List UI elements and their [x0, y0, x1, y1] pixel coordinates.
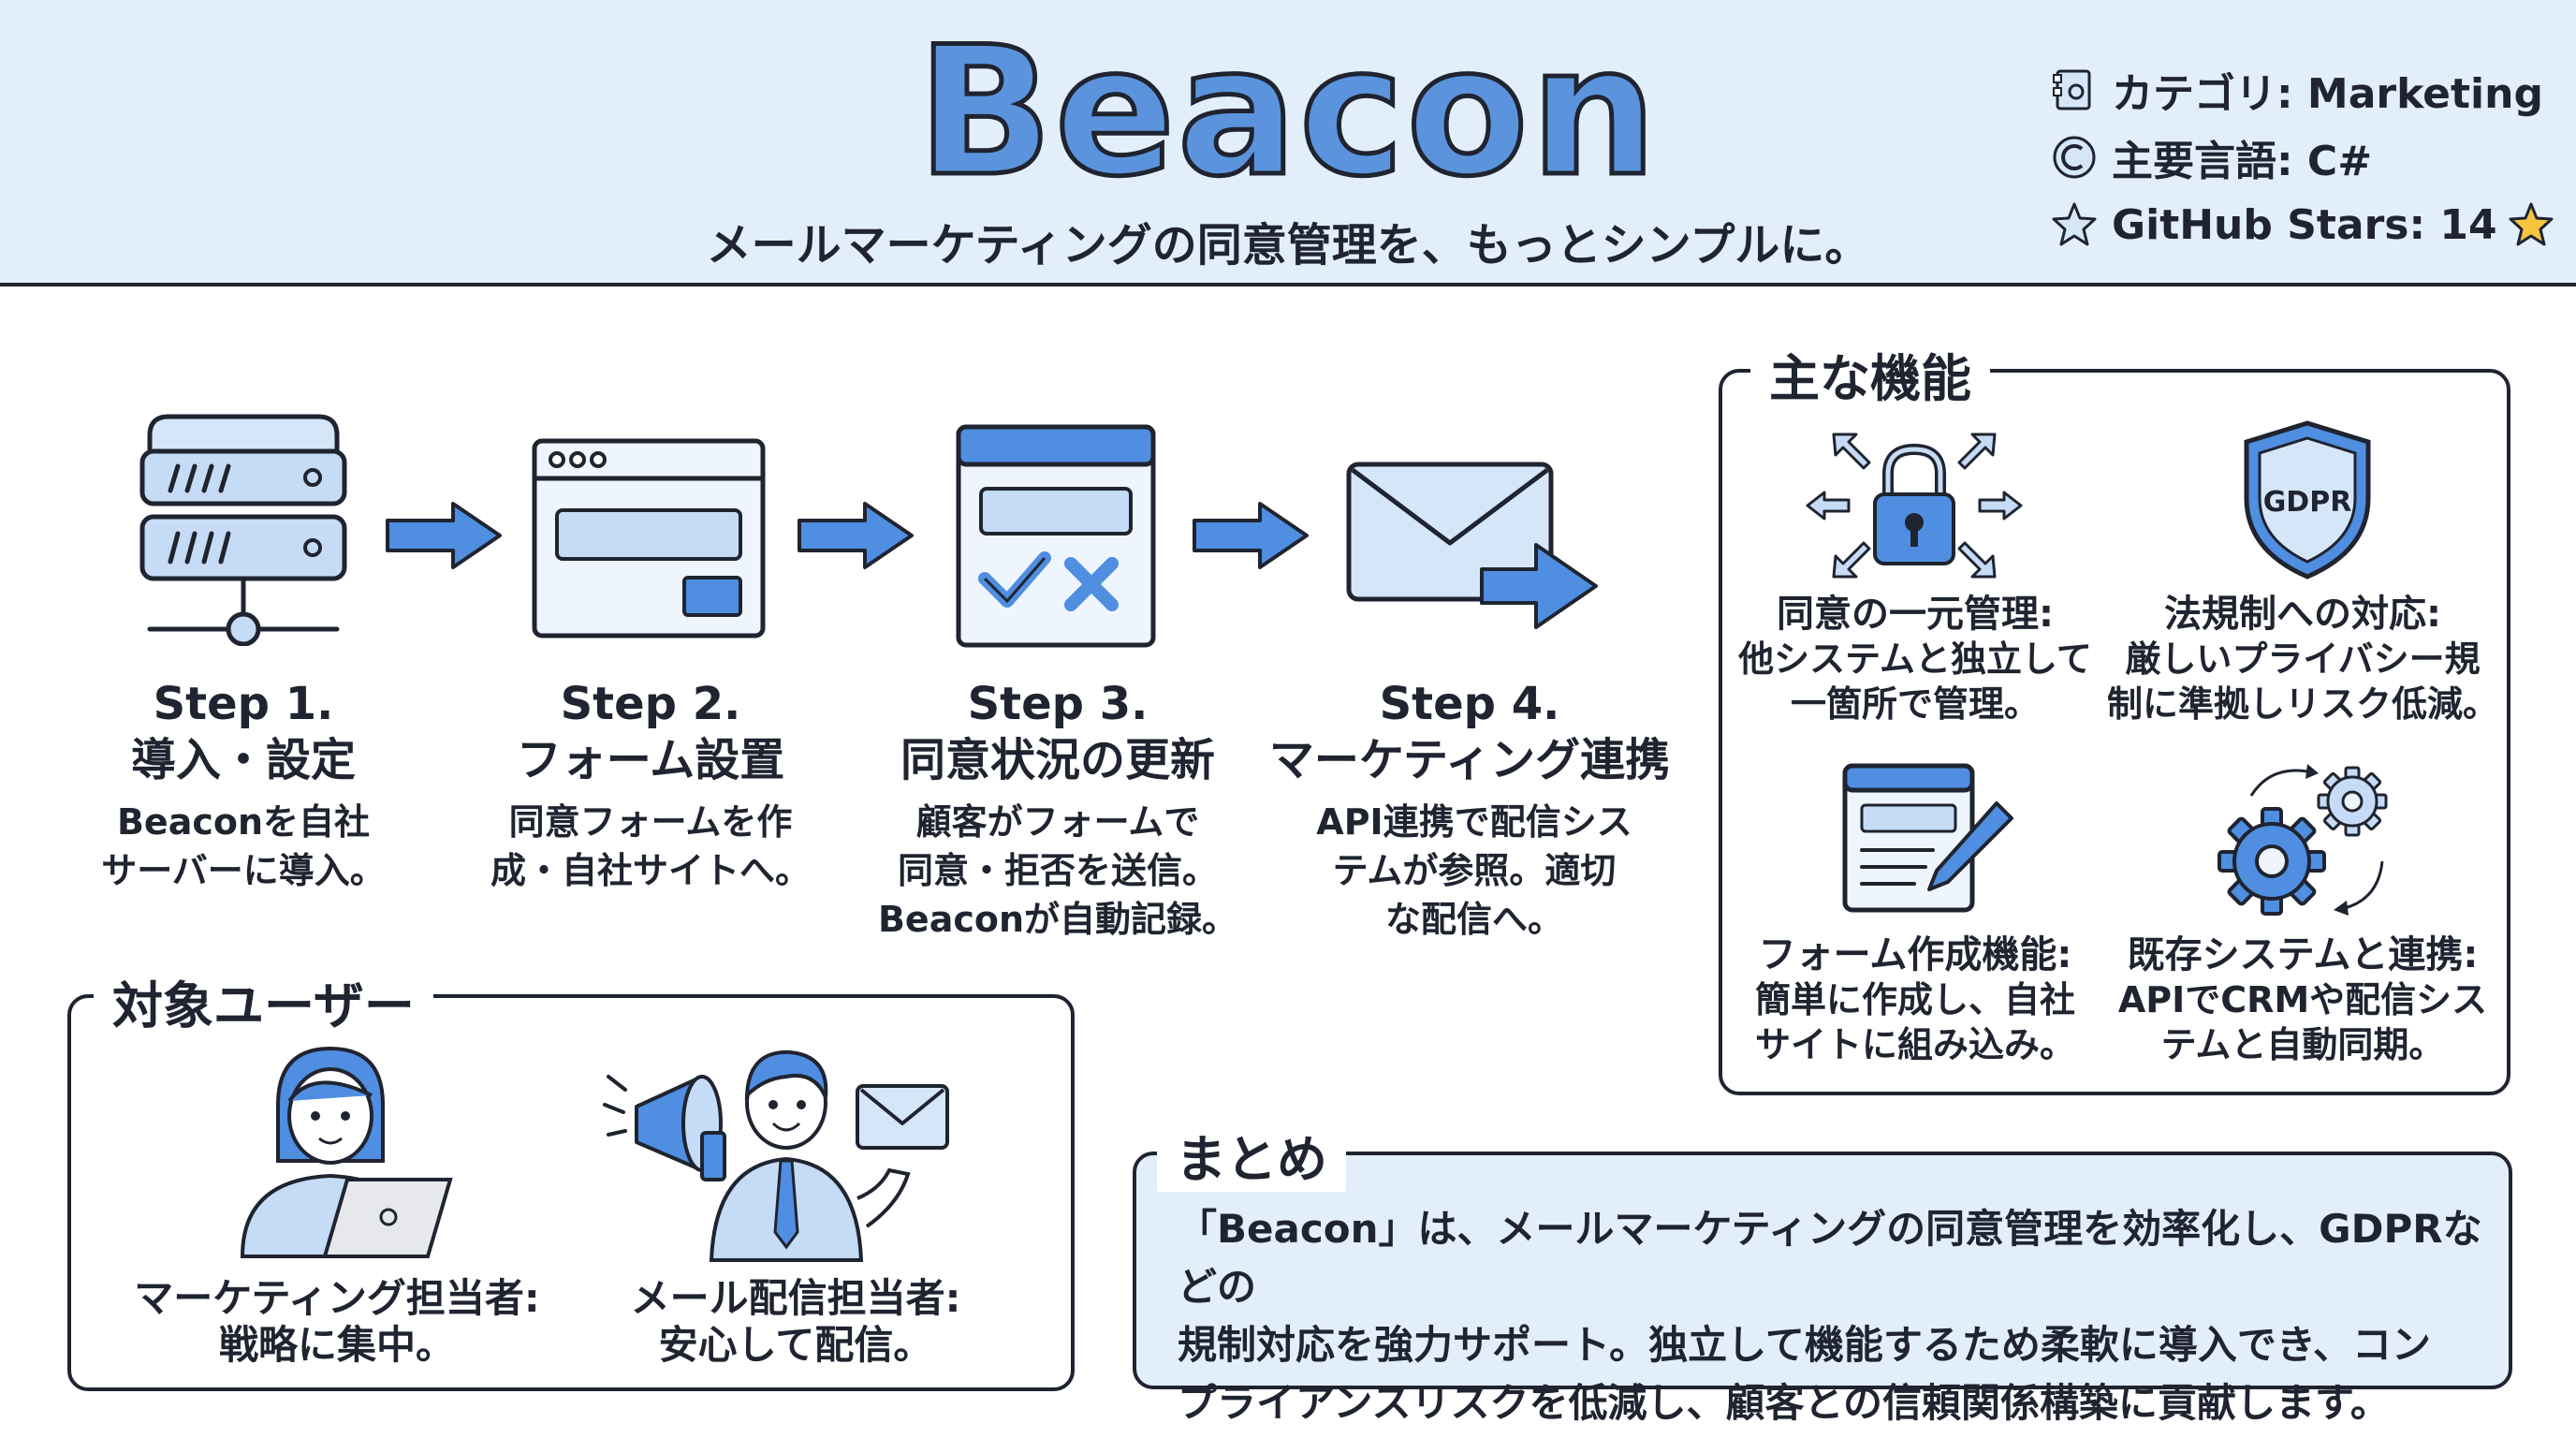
step-3-title: Step 3. 同意状況の更新 [880, 676, 1236, 788]
step-3-desc: 顧客がフォームで 同意・拒否を送信。 Beaconが自動記録。 [871, 798, 1245, 944]
user-1-label: マーケティング担当者: 戦略に集中。 [103, 1275, 571, 1369]
marketer-avatar-icon [240, 1046, 453, 1258]
feature-4-title: 既存システムと連携: [2127, 933, 2479, 976]
step-3-name: 同意状況の更新 [900, 734, 1215, 786]
star-outline-icon [2052, 202, 2097, 246]
arrow-right-icon [386, 502, 502, 569]
feature-3-desc-line: サイトに組み込み。 [1754, 1024, 2075, 1065]
arrow-right-icon [798, 502, 914, 569]
star-filled-icon [2509, 202, 2554, 246]
summary-line: 「Beacon」は、メールマーケティングの同意管理を効率化し、GDPRなどの [1178, 1206, 2482, 1310]
feature-3-title: フォーム作成機能: [1758, 933, 2072, 976]
browser-window-icon [532, 438, 766, 638]
gdpr-badge-text: GDPR [2263, 486, 2352, 519]
app-title: Beacon [915, 8, 1660, 215]
step-2-desc-line: 同意フォームを作 [508, 801, 793, 843]
step-4-desc-line: な配信へ。 [1384, 899, 1563, 940]
features-heading: 主な機能 [1750, 337, 1990, 411]
feature-4-desc-line: APIでCRMや配信シス [2117, 979, 2488, 1020]
category-icon [2053, 69, 2091, 110]
feature-1-title: 同意の一元管理: [1777, 593, 2054, 636]
consent-form-icon [956, 424, 1156, 648]
feature-3-desc-line: 簡単に作成し、自社 [1754, 979, 2075, 1020]
step-1-title: Step 1. 導入・設定 [75, 676, 412, 788]
meta-stars: GitHub Stars: 14 [2050, 191, 2555, 258]
summary-line: 規制対応を強力サポート。独立して機能するため柔軟に導入でき、コン [1178, 1322, 2431, 1368]
meta-stars-text: GitHub Stars: 14 [2112, 200, 2497, 249]
feature-2-title: 法規制への対応: [2164, 593, 2441, 636]
step-4-name: マーケティング連携 [1268, 734, 1671, 786]
mail-sender-avatar-icon [603, 1049, 949, 1262]
feature-3-desc: 簡単に作成し、自社 サイトに組み込み。 [1737, 977, 2093, 1067]
feature-1-desc-line: 一箇所で管理。 [1790, 683, 2040, 725]
code-icon [2053, 136, 2096, 179]
lock-icon [1806, 433, 2023, 579]
gears-sync-icon [2217, 764, 2388, 916]
feature-4-desc-line: テムと自動同期。 [2160, 1024, 2445, 1065]
step-3-label: Step 3. [967, 678, 1149, 730]
feature-1-desc: 他システムと独立して 一箇所で管理。 [1737, 637, 2093, 726]
step-2-label: Step 2. [560, 678, 741, 730]
feature-2-desc-line: 制に準拠しリスク低減。 [2106, 683, 2498, 725]
meta-category-text: カテゴリ: Marketing [2112, 70, 2543, 118]
user-2-desc: 安心して配信。 [658, 1322, 933, 1368]
feature-2-desc: 厳しいプライバシー規 制に準拠しリスク低減。 [2106, 637, 2499, 726]
meta-language-text: 主要言語: C# [2112, 138, 2373, 185]
step-1-label: Step 1. [153, 678, 334, 730]
step-1-desc-line: サーバーに導入。 [101, 850, 386, 891]
features-panel [1719, 369, 2510, 1095]
step-2-name: フォーム設置 [516, 734, 785, 786]
form-edit-icon [1842, 763, 2013, 913]
summary-line: プライアンスリスクを低減し、顧客との信頼関係構築に貢献します。 [1178, 1380, 2390, 1426]
step-2-desc: 同意フォームを作 成・自社サイトへ。 [477, 798, 824, 895]
step-2-title: Step 2. フォーム設置 [477, 676, 824, 788]
meta-category: カテゴリ: Marketing [2050, 56, 2555, 124]
users-heading: 対象ユーザー [94, 964, 433, 1038]
step-4-label: Step 4. [1379, 678, 1560, 730]
step-2-desc-line: 成・自社サイトへ。 [490, 850, 811, 891]
app-subtitle: メールマーケティングの同意管理を、もっとシンプルに。 [706, 219, 1870, 271]
user-2-label: メール配信担当者: 安心して配信。 [562, 1275, 1030, 1369]
meta-info: カテゴリ: Marketing 主要言語: C# GitHub Stars: 1… [2050, 56, 2555, 258]
summary-heading: まとめ [1157, 1118, 1346, 1192]
user-1-title: マーケティング担当者: [134, 1275, 540, 1321]
users-panel [67, 994, 1075, 1391]
step-3-desc-line: Beaconが自動記録。 [877, 899, 1238, 940]
meta-language: 主要言語: C# [2050, 124, 2555, 191]
gdpr-shield-icon: GDPR [2244, 420, 2371, 580]
step-4-title: Step 4. マーケティング連携 [1264, 676, 1676, 788]
step-3-desc-line: 顧客がフォームで [915, 801, 1200, 843]
step-1-name: 導入・設定 [130, 734, 356, 786]
summary-panel [1133, 1152, 2512, 1389]
step-4-desc: API連携で配信シス テムが参照。適切 な配信へ。 [1292, 798, 1657, 944]
step-3-desc-line: 同意・拒否を送信。 [897, 850, 1218, 891]
step-4-desc-line: API連携で配信シス [1316, 801, 1632, 843]
feature-1-desc-line: 他システムと独立して [1738, 638, 2092, 680]
envelope-send-icon [1346, 462, 1598, 629]
arrow-right-icon [1193, 502, 1309, 569]
server-icon [139, 414, 347, 646]
feature-2-desc-line: 厳しいプライバシー規 [2125, 638, 2481, 680]
step-1-desc: Beaconを自社 サーバーに導入。 [75, 798, 412, 895]
user-2-title: メール配信担当者: [630, 1275, 961, 1321]
step-1-desc-line: Beaconを自社 [116, 801, 371, 843]
summary-text: 「Beacon」は、メールマーケティングの同意管理を効率化し、GDPRなどの 規… [1178, 1200, 2507, 1432]
step-4-desc-line: テムが参照。適切 [1332, 850, 1617, 891]
user-1-desc: 戦略に集中。 [218, 1322, 455, 1368]
feature-4-desc: APIでCRMや配信シス テムと自動同期。 [2106, 977, 2499, 1067]
header-banner: Beacon メールマーケティングの同意管理を、もっとシンプルに。 カテゴリ: … [0, 0, 2576, 286]
